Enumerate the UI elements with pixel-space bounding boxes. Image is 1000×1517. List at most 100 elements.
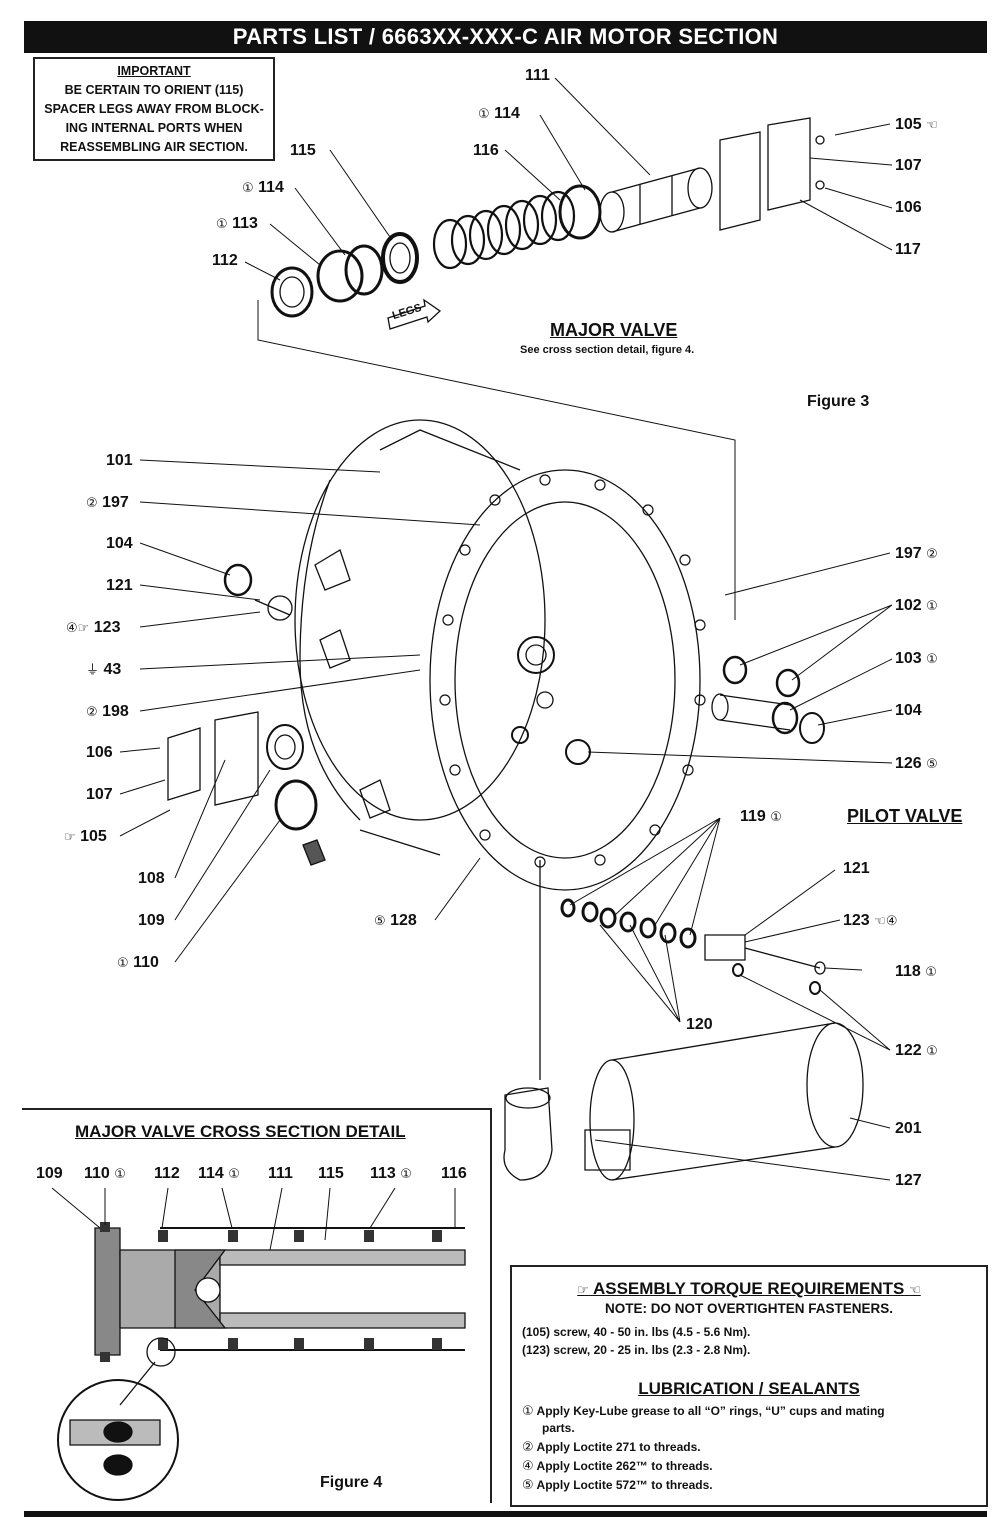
callout-115: 115 (290, 142, 316, 159)
symbol-1: ① (400, 1166, 412, 1181)
cs-callout-116: 116 (441, 1165, 467, 1182)
callout-116-top: 116 (473, 142, 499, 159)
lube-line-2: ② Apply Loctite 271 to threads. (522, 1439, 701, 1455)
important-heading: IMPORTANT (117, 64, 191, 78)
cs-callout-114: 114 ① (198, 1165, 240, 1183)
callout-126: 126 ⑤ (895, 755, 938, 773)
torque-line-1: (105) screw, 40 - 50 in. lbs (4.5 - 5.6 … (522, 1325, 751, 1339)
lube-line-1-text: Apply Key-Lube grease to all “O” rings, … (536, 1404, 885, 1418)
symbol-1: ① (216, 216, 228, 231)
callout-107-left: 107 (86, 786, 113, 803)
callout-105-left: ☞ 105 (64, 828, 107, 846)
callout-119-num: 119 (740, 808, 766, 825)
callout-106-top: 106 (895, 199, 922, 216)
callout-114-top-num: 114 (494, 105, 520, 122)
lube-line-1b: parts. (542, 1421, 575, 1435)
major-valve-assembly (270, 117, 825, 330)
symbol-2: ② (926, 546, 938, 561)
callout-114-left-num: 114 (258, 179, 284, 196)
callout-109: 109 (138, 912, 165, 929)
callout-119: 119 ① (740, 808, 782, 826)
lube-line-1: ① Apply Key-Lube grease to all “O” rings… (522, 1403, 885, 1419)
hand-icon: ☞ (77, 620, 90, 635)
important-line-2: SPACER LEGS AWAY FROM BLOCK- (44, 102, 264, 116)
major-valve-title: MAJOR VALVE (550, 320, 678, 340)
symbol-1: ① (228, 1166, 240, 1181)
symbol-1: ① (770, 809, 782, 824)
callout-118: 118 ① (895, 963, 937, 981)
lube-title: LUBRICATION / SEALANTS (638, 1379, 860, 1398)
cross-section-detail (51, 1187, 466, 1501)
symbol-1: ① (114, 1166, 126, 1181)
torque-title-text: ASSEMBLY TORQUE REQUIREMENTS (592, 1279, 905, 1298)
callout-108: 108 (138, 870, 165, 887)
callout-128: ⑤ 128 (374, 912, 417, 930)
callout-105-top: 105 ☜ (895, 116, 938, 134)
page-title: PARTS LIST / 6663XX-XXX-C AIR MOTOR SECT… (24, 21, 987, 53)
callout-105-top-num: 105 (895, 116, 922, 133)
motor-housing (294, 419, 706, 891)
cs-callout-113-num: 113 (370, 1165, 396, 1182)
hand-icon: ☞ (64, 829, 76, 844)
callout-197-left-num: 197 (102, 494, 129, 511)
callout-118-num: 118 (895, 963, 921, 980)
cs-callout-110: 110 ① (84, 1165, 126, 1183)
lube-line-4: ⑤ Apply Loctite 572™ to threads. (522, 1477, 713, 1493)
callout-101: 101 (106, 452, 133, 469)
callout-110-num: 110 (133, 954, 159, 971)
hand-icon: ☜ (926, 117, 938, 132)
hand-icon: ☞ (577, 1282, 589, 1297)
callout-123-left-num: 123 (93, 619, 121, 636)
lube-line-4-text: Apply Loctite 572™ to threads. (536, 1478, 713, 1492)
lube-line-3: ④ Apply Loctite 262™ to threads. (522, 1458, 713, 1474)
callout-103: 103 ① (895, 650, 938, 668)
callout-43-num: 43 (103, 661, 122, 678)
callout-197-right-num: 197 (895, 545, 922, 562)
symbol-4: ④ (66, 620, 78, 635)
cross-section-title: MAJOR VALVE CROSS SECTION DETAIL (75, 1122, 406, 1141)
bottom-rule (24, 1511, 987, 1517)
symbol-2: ② (86, 704, 98, 719)
symbol-5: ⑤ (926, 756, 938, 771)
cs-callout-111: 111 (268, 1165, 293, 1182)
important-note: IMPORTANT BE CERTAIN TO ORIENT (115) SPA… (33, 57, 275, 161)
callout-123-right-num: 123 (843, 912, 870, 929)
callout-113: ① 113 (216, 215, 258, 233)
notes-box: ☞ ASSEMBLY TORQUE REQUIREMENTS ☜ NOTE: D… (510, 1265, 988, 1507)
hand-icon: ☜ (874, 913, 886, 928)
torque-title: ☞ ASSEMBLY TORQUE REQUIREMENTS ☜ (512, 1279, 986, 1299)
callout-43: ⏚ 43 (86, 661, 121, 679)
callout-105-left-num: 105 (80, 828, 107, 845)
callout-126-num: 126 (895, 755, 922, 772)
callout-122-num: 122 (895, 1042, 922, 1059)
important-line-4: REASSEMBLING AIR SECTION. (60, 140, 248, 154)
callout-198: ② 198 (86, 703, 129, 721)
callout-123-right: 123 ☜④ (843, 912, 897, 930)
callout-197-right: 197 ② (895, 545, 938, 563)
important-line-3: ING INTERNAL PORTS WHEN (65, 121, 243, 135)
cs-callout-113: 113 ① (370, 1165, 412, 1183)
symbol-5: ⑤ (374, 913, 386, 928)
symbol-1: ① (926, 598, 938, 613)
major-valve-note: See cross section detail, figure 4. (520, 344, 695, 356)
callout-120: 120 (686, 1016, 713, 1033)
symbol-1: ① (478, 106, 490, 121)
callout-121-left: 121 (106, 577, 133, 594)
callout-112: 112 (212, 252, 238, 269)
callout-121-right: 121 (843, 860, 870, 877)
callout-110: ① 110 (117, 954, 159, 972)
figure-4-label: Figure 4 (320, 1474, 383, 1491)
callout-114-left: ① 114 (242, 179, 284, 197)
callout-102-num: 102 (895, 597, 922, 614)
symbol-1: ① (926, 651, 938, 666)
symbol-1: ① (242, 180, 254, 195)
important-line-1: BE CERTAIN TO ORIENT (115) (64, 83, 244, 97)
callout-197-left: ② 197 (86, 494, 129, 512)
symbol-4: ④ (885, 913, 898, 928)
cs-callout-115: 115 (318, 1165, 344, 1182)
callout-201: 201 (895, 1120, 922, 1137)
callout-128-num: 128 (390, 912, 417, 929)
torque-note: NOTE: DO NOT OVERTIGHTEN FASTENERS. (604, 1301, 893, 1316)
callout-117: 117 (895, 241, 921, 258)
